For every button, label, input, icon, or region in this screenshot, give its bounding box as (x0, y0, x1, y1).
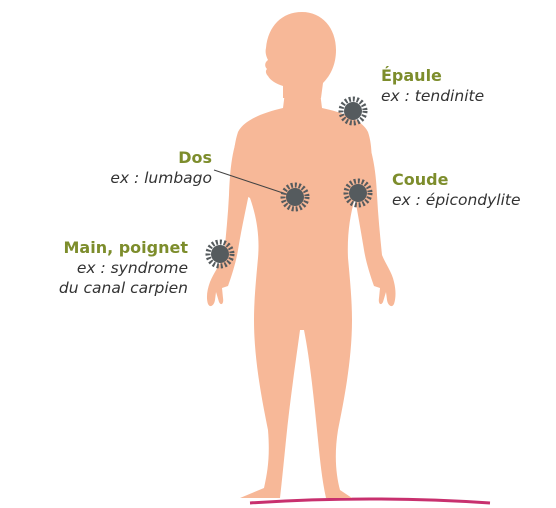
coude-example: ex : épicondylite (392, 190, 521, 210)
pain-burst-icon (341, 99, 365, 123)
label-coude: Coude ex : épicondylite (392, 170, 521, 210)
main-poignet-title: Main, poignet (18, 238, 188, 258)
pain-burst-icon (208, 242, 232, 266)
body-silhouette (207, 12, 396, 498)
floor-accent-line (250, 499, 490, 503)
dos-example: ex : lumbago (60, 168, 212, 188)
right-arm (351, 128, 395, 306)
left-arm (207, 128, 253, 306)
main-poignet-example-line1: ex : syndrome (18, 258, 188, 278)
epaule-title: Épaule (381, 66, 484, 86)
label-dos: Dos ex : lumbago (60, 148, 212, 188)
label-main-poignet: Main, poignet ex : syndrome du canal car… (18, 238, 188, 298)
epaule-example: ex : tendinite (381, 86, 484, 106)
label-epaule: Épaule ex : tendinite (381, 66, 484, 106)
torso-and-legs (234, 92, 372, 498)
head (265, 12, 336, 98)
main-poignet-example-line2: du canal carpien (18, 278, 188, 298)
coude-title: Coude (392, 170, 521, 190)
dos-title: Dos (60, 148, 212, 168)
